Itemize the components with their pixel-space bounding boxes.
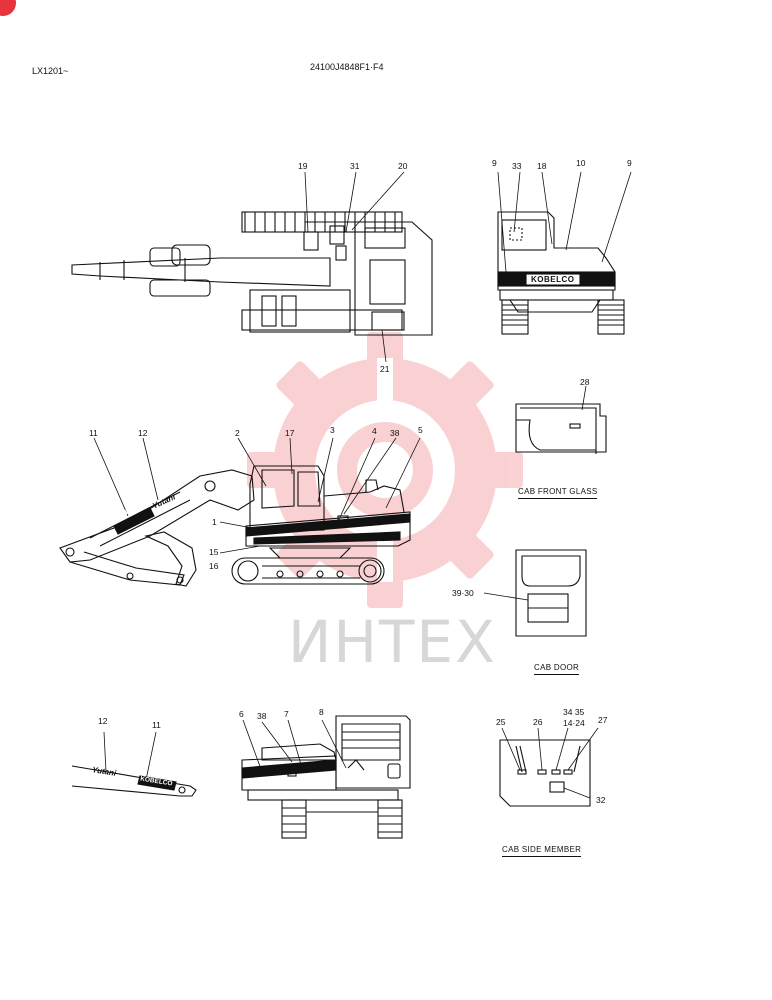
callout-26: 26 <box>533 717 543 727</box>
callout-27: 27 <box>598 715 608 725</box>
callout-3: 3 <box>330 425 335 435</box>
right-side-view-drawing <box>241 715 411 839</box>
callout-38-right: 38 <box>257 711 267 721</box>
callout-31: 31 <box>350 161 360 171</box>
corner-marker <box>0 0 16 16</box>
rear-view-drawing <box>497 171 632 335</box>
cab-side-member-drawing <box>499 727 599 807</box>
top-view-drawing <box>71 171 433 363</box>
callout-25: 25 <box>496 717 506 727</box>
caption-cab-side-member: CAB SIDE MEMBER <box>502 845 582 857</box>
callout-16: 16 <box>209 561 219 571</box>
callout-18: 18 <box>537 161 547 171</box>
callout-2: 2 <box>235 428 240 438</box>
callout-8: 8 <box>319 707 324 717</box>
callout-9-left: 9 <box>492 158 497 168</box>
callout-17: 17 <box>285 428 295 438</box>
cab-front-glass-drawing <box>515 385 607 454</box>
callout-32: 32 <box>596 795 606 805</box>
rear-kobelco-decal: KOBELCO <box>531 275 575 284</box>
callout-20: 20 <box>398 161 408 171</box>
callout-12-arm: 12 <box>98 716 108 726</box>
callout-9-right: 9 <box>627 158 632 168</box>
watermark-text: ИНТЕХ <box>288 608 497 676</box>
callout-33: 33 <box>512 161 522 171</box>
callout-39-30: 39·30 <box>452 588 474 598</box>
arm-detail-drawing <box>71 731 197 797</box>
callout-14-24: 14·24 <box>563 718 585 728</box>
callout-28: 28 <box>580 377 590 387</box>
callout-6: 6 <box>239 709 244 719</box>
caption-cab-door: CAB DOOR <box>534 663 580 675</box>
callout-34-35: 34 35 <box>563 707 585 717</box>
side-view-drawing <box>59 437 421 587</box>
caption-cab-front-glass: CAB FRONT GLASS <box>518 487 598 499</box>
callout-7: 7 <box>284 709 289 719</box>
callout-11-arm: 11 <box>152 720 161 730</box>
callout-38-side: 38 <box>390 428 400 438</box>
cab-door-drawing <box>483 549 587 637</box>
callout-19: 19 <box>298 161 308 171</box>
callout-15: 15 <box>209 547 219 557</box>
callout-21: 21 <box>380 364 390 374</box>
callout-12: 12 <box>138 428 148 438</box>
callout-1: 1 <box>212 517 217 527</box>
callout-4: 4 <box>372 426 377 436</box>
callout-10: 10 <box>576 158 586 168</box>
part-number-label: 24100J4848F1·F4 <box>310 62 384 72</box>
callout-11: 11 <box>89 428 98 438</box>
callout-5: 5 <box>418 425 423 435</box>
serial-label: LX1201~ <box>32 66 69 76</box>
